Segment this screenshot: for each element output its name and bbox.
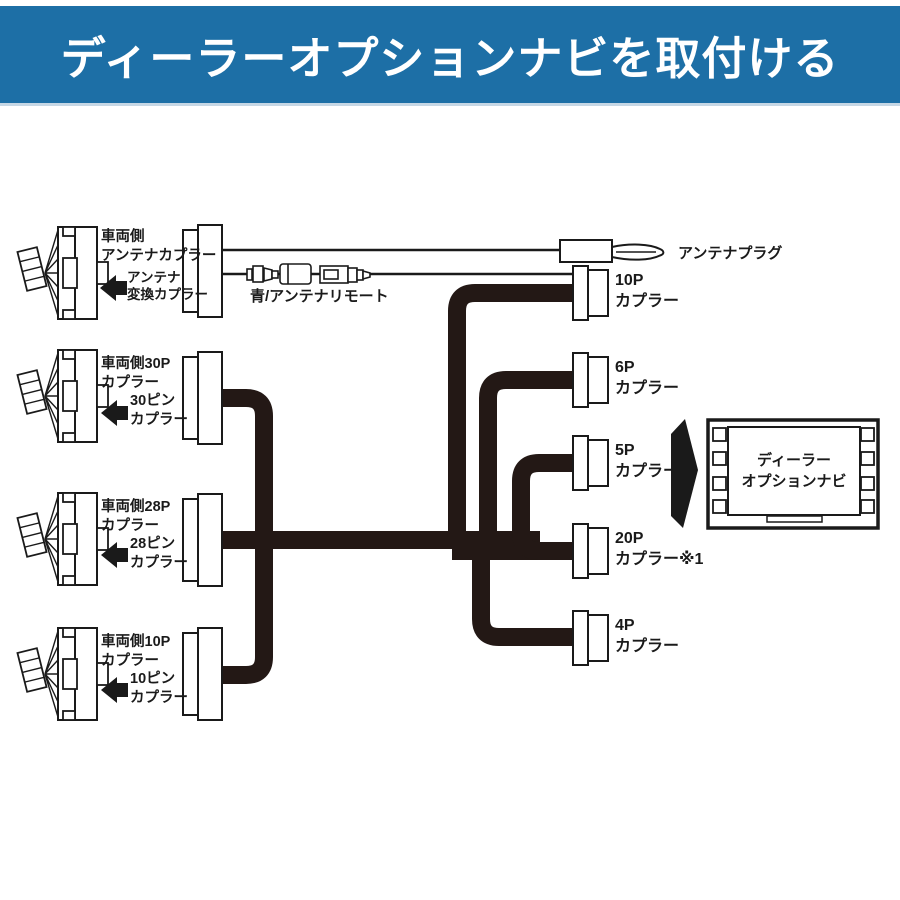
- wire-30p: [218, 389, 273, 550]
- connector-4p-coupler: [572, 610, 609, 666]
- wire-4p: [472, 544, 578, 646]
- wire-10p-left: [218, 531, 273, 684]
- connector-5p-coupler: [572, 435, 609, 491]
- label-antenna-remote: 青/アンテナリモート: [250, 288, 389, 305]
- label-30pin-coupler: 30ピン カプラー: [130, 393, 188, 428]
- harness-connector-10p: [182, 627, 223, 721]
- label-5p-coupler: 5P カプラー: [615, 442, 680, 480]
- label-10p-coupler: 10P カプラー: [615, 272, 680, 310]
- vehicle-connector-28p: [16, 492, 110, 586]
- label-vehicle-28p-coupler: 車両側28P カプラー: [101, 499, 171, 534]
- title-banner: ディーラーオプションナビを取付ける: [0, 6, 900, 106]
- label-antenna-plug: アンテナプラグ: [678, 245, 783, 262]
- harness-connector-30p: [182, 351, 223, 445]
- wire-10p-right: [448, 284, 578, 546]
- wire-6p: [479, 371, 578, 546]
- vehicle-connector-antenna: [16, 226, 110, 320]
- navi-unit: [706, 418, 880, 530]
- label-10pin-coupler: 10ピン カプラー: [130, 671, 188, 706]
- navi-side-buttons: [712, 427, 875, 514]
- label-antenna-conversion-coupler: アンテナ 変換カプラー: [127, 270, 208, 302]
- antenna-plug: [559, 239, 665, 263]
- label-vehicle-antenna-coupler: 車両側 アンテナカプラー: [101, 229, 217, 264]
- connector-6p-coupler: [572, 352, 609, 408]
- page-title: ディーラーオプションナビを取付ける: [60, 33, 840, 84]
- antenna-remote-bullet-connectors: [246, 263, 371, 285]
- vehicle-connector-10p: [16, 627, 110, 721]
- label-vehicle-10p-coupler: 車両側10P カプラー: [101, 634, 171, 669]
- vehicle-connector-30p: [16, 349, 110, 443]
- connector-20p-coupler: [572, 523, 609, 579]
- label-28pin-coupler: 28ピン カプラー: [130, 536, 188, 571]
- label-vehicle-30p-coupler: 車両側30P カプラー: [101, 356, 171, 391]
- connector-10p-coupler: [572, 265, 609, 321]
- label-4p-coupler: 4P カプラー: [615, 617, 680, 655]
- harness-connector-28p: [182, 493, 223, 587]
- navi-disc-slot: [766, 515, 823, 523]
- navi-direction-arrow: [671, 419, 698, 528]
- label-6p-coupler: 6P カプラー: [615, 359, 680, 397]
- navi-screen-label: ディーラー オプションナビ: [741, 452, 847, 490]
- harness-wires: [218, 284, 578, 684]
- wire-5p-20p: [512, 454, 578, 560]
- label-20p-coupler: 20P カプラー※1: [615, 530, 704, 568]
